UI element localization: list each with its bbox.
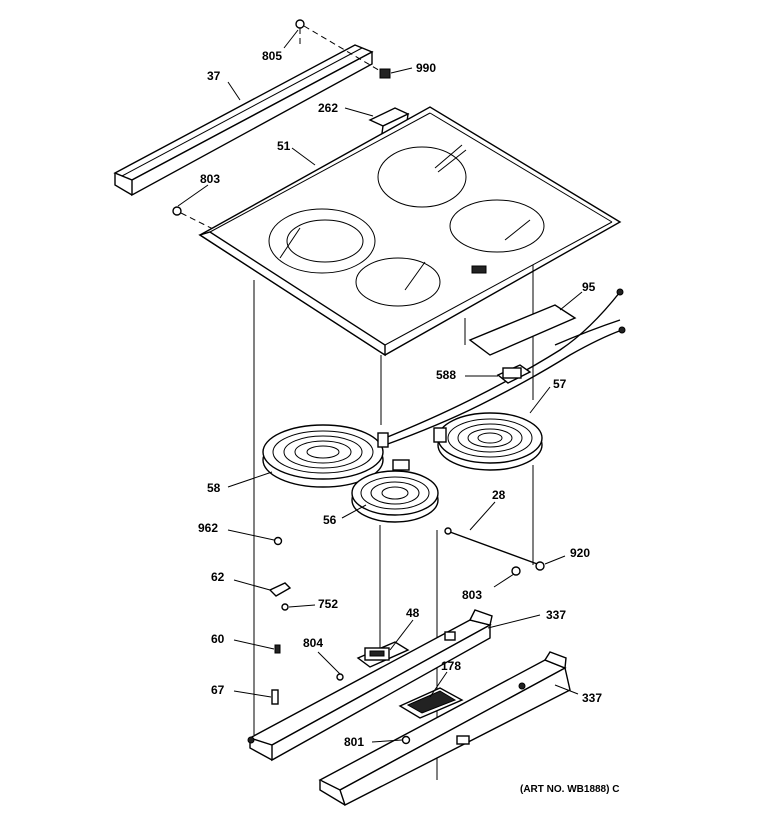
callout-803-lower: 803 [462,588,482,602]
channel-337-upper [247,609,493,762]
callout-48: 48 [406,606,420,620]
screw-920 [535,561,545,571]
screw-804 [336,673,344,681]
screw-801 [401,735,411,745]
module-178 [398,687,464,719]
rod-28 [444,527,541,566]
callout-337-upper: 337 [546,608,566,622]
callout-588: 588 [436,368,456,382]
trim-strip-37 [113,44,374,197]
callout-95: 95 [582,280,596,294]
surface-unit-56 [351,459,439,523]
callout-37: 37 [207,69,221,83]
switch-48 [356,641,410,668]
clip-62 [268,582,292,597]
callout-262: 262 [318,101,338,115]
glass-cooktop-51 [198,106,622,357]
callout-920: 920 [570,546,590,560]
screw-805 [295,19,383,73]
callout-962: 962 [198,521,218,535]
callout-62: 62 [211,570,225,584]
art-number: (ART NO. WB1888) C [520,784,619,795]
surface-unit-58 [262,424,389,488]
callout-57: 57 [553,377,567,391]
callout-804: 804 [303,636,323,650]
spacer-60 [274,644,281,654]
leader-lines [177,29,583,743]
channel-337-lower [318,651,571,806]
screw-962 [273,536,283,546]
callout-60: 60 [211,632,225,646]
callout-337-lower: 337 [582,691,602,705]
clip-990 [379,68,391,79]
callout-67: 67 [211,683,225,697]
callout-28: 28 [492,488,506,502]
callout-58: 58 [207,481,221,495]
screw-803-lower [511,566,521,576]
surface-unit-57 [433,412,543,471]
connector-588 [496,364,532,384]
callout-56: 56 [323,513,337,527]
callout-805: 805 [262,49,282,63]
screw-752 [281,603,289,611]
callout-51: 51 [277,139,291,153]
callout-803-top: 803 [200,172,220,186]
callout-990: 990 [416,61,436,75]
post-67 [271,689,279,705]
screw-803-top [172,206,216,231]
callout-752: 752 [318,597,338,611]
callout-178: 178 [441,659,461,673]
callout-801: 801 [344,735,364,749]
